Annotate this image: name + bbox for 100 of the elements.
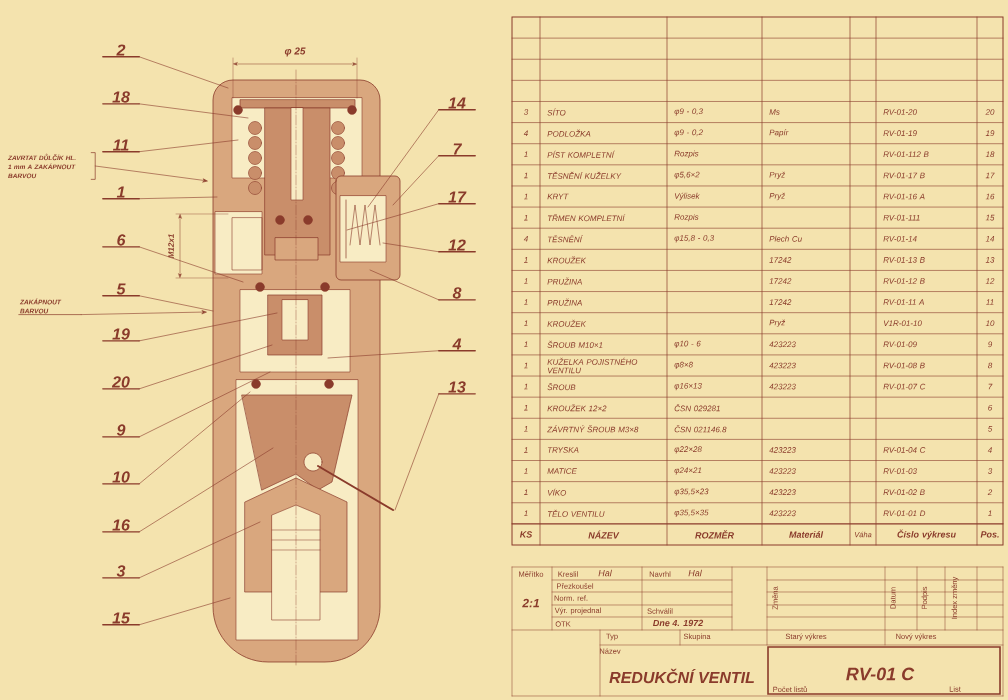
leader-line bbox=[138, 295, 214, 312]
leader-line bbox=[367, 109, 440, 208]
table-text: 423223 bbox=[769, 362, 796, 369]
table-text: ZÁVRTNÝ ŠROUB M3×8 bbox=[547, 425, 639, 433]
callout-number: 18 bbox=[102, 91, 140, 105]
leader-line bbox=[138, 246, 244, 283]
table-text: Pryž bbox=[769, 319, 786, 327]
table-text: PRUŽINA bbox=[547, 298, 582, 306]
leader-line bbox=[138, 521, 261, 579]
table-text: φ15,8 - 0,3 bbox=[674, 235, 715, 243]
table-text: RV-01-17 B bbox=[883, 172, 925, 179]
table-text: 423223 bbox=[769, 489, 796, 496]
table-text: 19 bbox=[985, 130, 995, 136]
table-text: 15 bbox=[985, 214, 995, 221]
table-text: 423223 bbox=[769, 510, 796, 517]
table-text: 1 bbox=[524, 278, 528, 284]
table-text: NÁZEV bbox=[588, 530, 620, 539]
table-text: 1 bbox=[988, 510, 992, 517]
table-text: RV-01-20 bbox=[883, 109, 917, 115]
table-text: ROZMĚR bbox=[695, 530, 734, 539]
table-text: 5 bbox=[987, 426, 993, 432]
table-text: RV-01-11 A bbox=[883, 299, 924, 305]
table-text: KROUŽEK 12×2 bbox=[547, 404, 607, 412]
leader-line bbox=[382, 242, 440, 253]
table-text: 3 bbox=[987, 468, 993, 474]
table-text: Číslo výkresu bbox=[897, 529, 956, 540]
table-text: 13 bbox=[985, 257, 995, 263]
table-text: φ9 - 0,3 bbox=[674, 108, 703, 116]
table-text: φ9 - 0,2 bbox=[674, 129, 703, 137]
title-block-text: 2:1 bbox=[522, 598, 540, 608]
callout-number: 8 bbox=[438, 287, 476, 301]
table-text: TŘMEN KOMPLETNÍ bbox=[547, 214, 626, 222]
callout-number: 5 bbox=[102, 283, 140, 297]
table-text: 423223 bbox=[769, 341, 796, 348]
signature: Hal bbox=[688, 569, 702, 577]
table-text: ČSN 029281 bbox=[674, 404, 720, 412]
table-text: 8 bbox=[988, 362, 993, 369]
table-text: 1 bbox=[524, 151, 528, 158]
table-text: φ35,5×35 bbox=[674, 509, 709, 517]
table-text: φ24×21 bbox=[674, 467, 702, 475]
table-text: 6 bbox=[988, 404, 993, 411]
table-text: 1 bbox=[524, 193, 528, 200]
table-text: φ8×8 bbox=[674, 361, 693, 370]
table-text: 3 bbox=[523, 109, 529, 115]
table-text: RV-01-111 bbox=[883, 214, 920, 221]
leader-line bbox=[138, 344, 273, 390]
table-text: 4 bbox=[987, 447, 992, 453]
table-text: 1 bbox=[524, 404, 528, 411]
table-text: φ5,6×2 bbox=[674, 171, 700, 179]
callout-number: 16 bbox=[102, 519, 140, 533]
table-text: KROUŽEK bbox=[547, 256, 587, 264]
signature: Hal bbox=[598, 569, 612, 577]
table-text: KUŽELKA POJISTNÉHO VENTILU bbox=[547, 357, 638, 374]
table-text: 1 bbox=[524, 426, 528, 432]
table-text: TĚLO VENTILU bbox=[547, 509, 605, 517]
table-text: 423223 bbox=[769, 447, 796, 453]
table-text: KROUŽEK bbox=[547, 319, 587, 327]
leader-line bbox=[369, 269, 440, 301]
table-text: 17242 bbox=[769, 278, 792, 284]
leader-line bbox=[138, 312, 278, 342]
callout-number: 9 bbox=[102, 424, 140, 438]
leader-line bbox=[327, 350, 440, 359]
callout-number: 20 bbox=[102, 376, 140, 390]
table-text: 1 bbox=[524, 320, 528, 326]
table-text: 1 bbox=[524, 447, 528, 453]
table-text: 20 bbox=[985, 109, 995, 115]
table-text: Pos. bbox=[980, 531, 999, 538]
callout-number: 6 bbox=[102, 234, 140, 248]
table-text: PÍST KOMPLETNÍ bbox=[547, 150, 615, 158]
leader-line bbox=[138, 103, 249, 119]
callout-number: 15 bbox=[102, 612, 140, 626]
callout-number: 17 bbox=[438, 191, 476, 205]
leader-line bbox=[392, 155, 440, 206]
table-text: 18 bbox=[985, 151, 995, 158]
callout-number: 13 bbox=[438, 381, 476, 395]
table-text: 1 bbox=[524, 468, 528, 474]
leader-line bbox=[346, 203, 440, 231]
table-text: RV-01-13 B bbox=[883, 257, 925, 263]
table-text: 17242 bbox=[769, 299, 792, 305]
callout-number: 2 bbox=[102, 44, 140, 58]
table-text: φ22×28 bbox=[674, 446, 702, 454]
table-text: 1 bbox=[524, 299, 528, 305]
table-text: Materiál bbox=[789, 531, 824, 538]
table-text: 1 bbox=[524, 489, 528, 495]
title-block-text: Dne 4. 1972 bbox=[653, 619, 704, 627]
leader-line bbox=[80, 310, 207, 315]
table-text: 1 bbox=[524, 172, 528, 179]
table-text: RV-01-112 B bbox=[883, 151, 929, 158]
table-text: RV-01-09 bbox=[883, 341, 917, 348]
table-text: Pryž bbox=[769, 171, 786, 180]
table-text: RV-01-19 bbox=[883, 130, 917, 136]
dimension-label: M12x1 bbox=[168, 234, 174, 259]
table-text: PODLOŽKA bbox=[547, 129, 591, 137]
table-text: 423223 bbox=[769, 383, 796, 390]
table-text: 4 bbox=[523, 130, 528, 136]
dimension-label: φ 25 bbox=[284, 47, 306, 57]
callout-number: 12 bbox=[438, 239, 476, 253]
table-text: 1 bbox=[524, 257, 528, 263]
table-text: 423223 bbox=[769, 468, 796, 474]
leader-line bbox=[138, 56, 229, 89]
